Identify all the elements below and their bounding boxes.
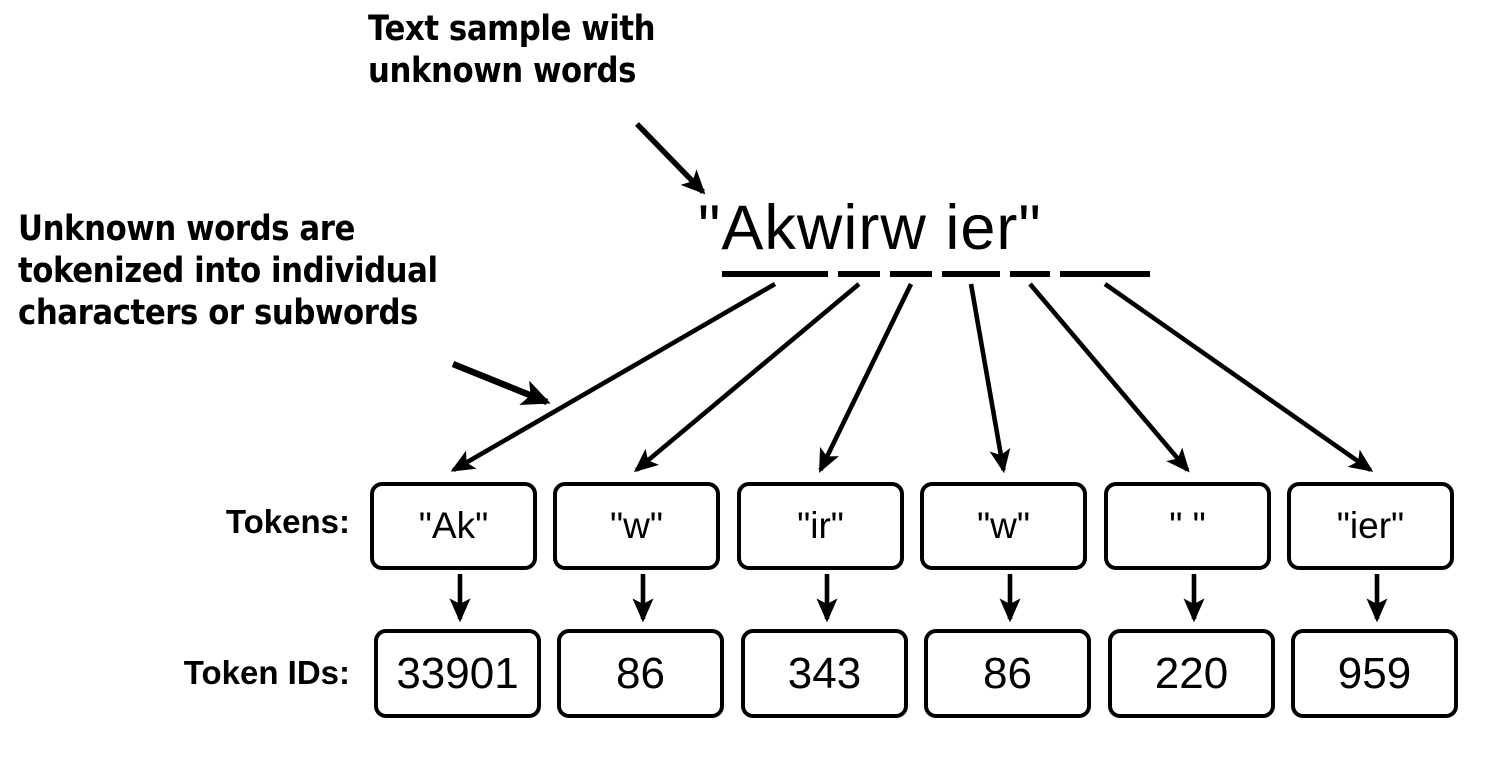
token-box[interactable]: " " xyxy=(1104,482,1271,570)
token-id-box[interactable]: 959 xyxy=(1291,629,1458,718)
token-box[interactable]: "ier" xyxy=(1287,482,1454,570)
token-to-id-arrows xyxy=(449,574,1388,623)
token-box[interactable]: "Ak" xyxy=(370,482,537,570)
row-label-token-ids: Token IDs: xyxy=(183,654,350,691)
callout-arrow-tokenized xyxy=(451,360,551,406)
callout-text-sample: Text sample with unknown words xyxy=(368,9,656,91)
token-box[interactable]: "w" xyxy=(920,482,1087,570)
token-id-box[interactable]: 343 xyxy=(741,629,908,718)
callout-tokenized-explanation: Unknown words are tokenized into individ… xyxy=(18,209,438,333)
token-box[interactable]: "ir" xyxy=(737,482,904,570)
callout-arrow-text-sample xyxy=(635,122,706,195)
token-id-box[interactable]: 86 xyxy=(924,629,1091,718)
segment-to-token-arrows xyxy=(450,282,1374,474)
token-id-box[interactable]: 33901 xyxy=(374,629,541,718)
sample-text-string: "Akwirw ier" xyxy=(698,193,1042,263)
token-id-box[interactable]: 86 xyxy=(557,629,724,718)
row-label-tokens: Tokens: xyxy=(225,503,350,540)
token-box[interactable]: "w" xyxy=(553,482,720,570)
token-id-box[interactable]: 220 xyxy=(1108,629,1275,718)
